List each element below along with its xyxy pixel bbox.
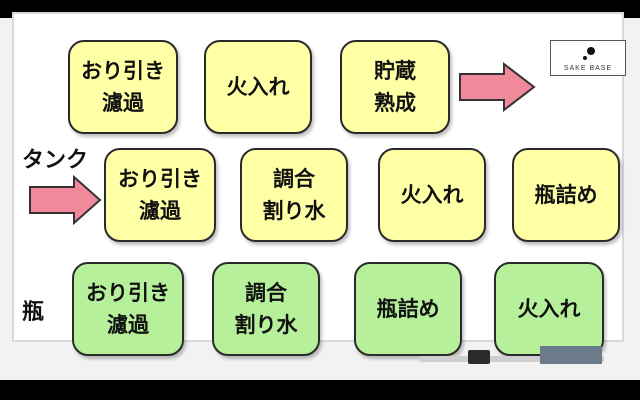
scroll-thumb[interactable] <box>468 350 490 364</box>
step-filtration: おり引き 濾過 <box>72 262 184 356</box>
corner-panel <box>540 346 602 364</box>
arrow-right-icon <box>29 175 102 225</box>
step-filtration: おり引き 濾過 <box>104 148 216 242</box>
step-blending-dilution: 調合 割り水 <box>240 148 348 242</box>
tank-label: タンク <box>22 148 89 173</box>
step-bottling: 瓶詰め <box>512 148 620 242</box>
arrow-right-icon <box>459 62 536 112</box>
logo-mark-icon <box>583 47 595 60</box>
step-blending-dilution: 調合 割り水 <box>212 262 320 356</box>
step-bottling: 瓶詰め <box>354 262 462 356</box>
sake-base-logo: SAKE BASE <box>550 40 626 76</box>
step-pasteurization: 火入れ <box>494 262 604 356</box>
step-storage-aging: 貯蔵 熟成 <box>340 40 450 134</box>
bottle-label: 瓶 <box>22 300 45 325</box>
step-pasteurization: 火入れ <box>204 40 312 134</box>
step-filtration: おり引き 濾過 <box>68 40 178 134</box>
step-pasteurization: 火入れ <box>378 148 486 242</box>
horizontal-scrollbar[interactable] <box>420 356 604 362</box>
logo-text: SAKE BASE <box>563 65 613 72</box>
